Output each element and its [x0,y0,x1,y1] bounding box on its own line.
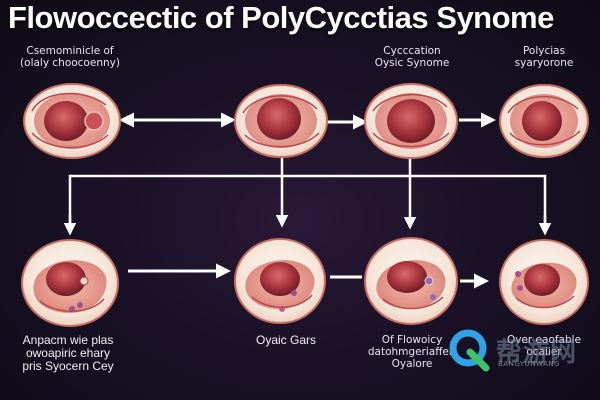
node-n3-label: Cycccation Oysic Synome [360,45,464,69]
node-n7-label-line-2: datohmgeriaffeir [367,346,457,358]
node-n8-uterus-illustration-icon [499,239,589,325]
watermark: 帮游网 BANGYUNWANG [448,326,588,374]
watermark-text: 帮游网 [496,337,578,367]
node-n3-label-line-1: Cycccation [383,45,441,57]
edges [63,112,552,289]
node-n1-label: Csemominicle of (olaly choocoenny) [10,45,130,69]
node-n8-label-line-2: ocaiier [526,346,562,358]
node-n1-label-line-1: Csemominicle of [26,45,114,57]
node-n7-label: Of Flowoicy datohmgeriaffeir Oyalore [360,334,464,370]
node-n6-uterus-illustration-icon [234,238,326,324]
node-n3-ovary-illustration-icon [364,83,458,159]
node-n4-label-line-1: Polycias [522,45,566,57]
node-n7-label-line-1: Of Flowoicy [381,334,443,346]
top-bus [68,174,547,232]
node-n4-label-line-2: syaryorone [514,57,574,69]
node-n5-uterus-illustration-icon [21,239,119,327]
node-n7-label-line-3: Oyalore [391,358,433,370]
node-n1-ovary-illustration-icon [23,83,121,159]
node-n7-uterus-illustration-icon [364,237,458,325]
q-logo-icon [449,329,490,372]
node-n8-label: Over eaofable ocaiier [494,334,594,358]
node-n4-label: Polycias syaryorone [494,45,594,69]
node-n4-ovary-illustration-icon [499,84,589,158]
diagram-title: Flowoccectic of PolyCycctias Synome [8,0,554,35]
node-n5-label-line-1: Anpacm wie plas [22,333,114,347]
node-n6-label-line-1: Oyaic Gars [255,333,316,347]
node-n1-label-line-2: (olaly choocoenny) [20,57,120,69]
node-n6-label: Oyaic Gars [236,334,336,347]
node-n2-ovary-illustration-icon [234,84,328,158]
node-n3-label-line-2: Oysic Synome [374,57,450,69]
node-n5-label: Anpacm wie plas owoapiric ehary pris Syo… [6,334,130,373]
node-n8-label-line-1: Over eaofable [506,334,582,346]
node-n5-label-line-3: pris Syocern Cey [22,359,114,373]
node-n5-label-line-2: owoapiric ehary [25,346,111,360]
watermark-sub: BANGYUNWANG [498,360,561,368]
